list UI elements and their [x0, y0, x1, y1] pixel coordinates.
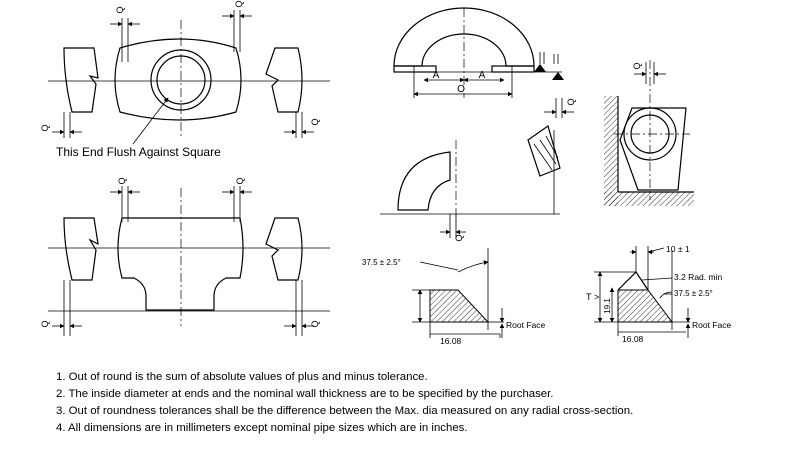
q-label: Q	[454, 234, 464, 241]
bevel-angle-label: 37.5 ± 2.5°	[362, 258, 401, 267]
land-label: 10 ± 1	[666, 244, 690, 254]
note-item: 2. The inside diameter at ends and the n…	[56, 388, 554, 400]
bevel-detail-right: 10 ± 1 3.2 Rad. min 37.5 ± 2.5° Root Fac…	[586, 244, 731, 344]
q-label: Q	[115, 6, 125, 13]
root-face-label: Root Face	[692, 320, 731, 330]
q-label: Q	[310, 118, 320, 125]
cross-fitting-view: Q Q Q Q This End Flush Against Square	[40, 0, 330, 159]
note-item: 1. Out of round is the sum of absolute v…	[56, 371, 428, 383]
offset-label: 16.08	[622, 334, 644, 344]
root-face-label: Root Face	[506, 320, 545, 330]
bevel-sketch: Q	[527, 98, 576, 177]
q-label: Q	[40, 124, 50, 131]
t-label: T	[586, 292, 592, 302]
note-item: 4. All dimensions are in millimeters exc…	[56, 422, 468, 434]
q-label: Q	[40, 320, 50, 327]
bevel-detail-left: 37.5 ± 2.5° Root Face 16.08	[362, 248, 545, 346]
a-label: A	[433, 70, 440, 81]
o-label: O	[457, 84, 465, 95]
q-label: Q	[235, 177, 245, 184]
squareness-check-view: Q	[604, 60, 694, 206]
offset-label: 16.08	[440, 336, 462, 346]
flush-end-caption: This End Flush Against Square	[56, 145, 221, 159]
nineteen-label: 19.1	[603, 298, 612, 314]
tee-fitting-view: Q Q Q Q	[40, 177, 330, 336]
note-item: 3. Out of roundness tolerances shall be …	[56, 405, 634, 417]
q-label: Q	[310, 320, 320, 327]
elbow-view: Q	[380, 130, 560, 242]
radius-label: 3.2 Rad. min	[674, 272, 722, 282]
notes-list: 1. Out of round is the sum of absolute v…	[56, 369, 633, 437]
q-label: Q	[566, 98, 576, 105]
bevel-angle-label: 37.5 ± 2.5°	[674, 289, 713, 298]
q-label: Q	[117, 177, 127, 184]
return-bend-view: A A O	[393, 7, 564, 98]
a-label: A	[479, 70, 486, 81]
q-label: Q	[234, 0, 244, 7]
gt-label: >	[594, 292, 599, 302]
q-label: Q	[632, 62, 642, 69]
